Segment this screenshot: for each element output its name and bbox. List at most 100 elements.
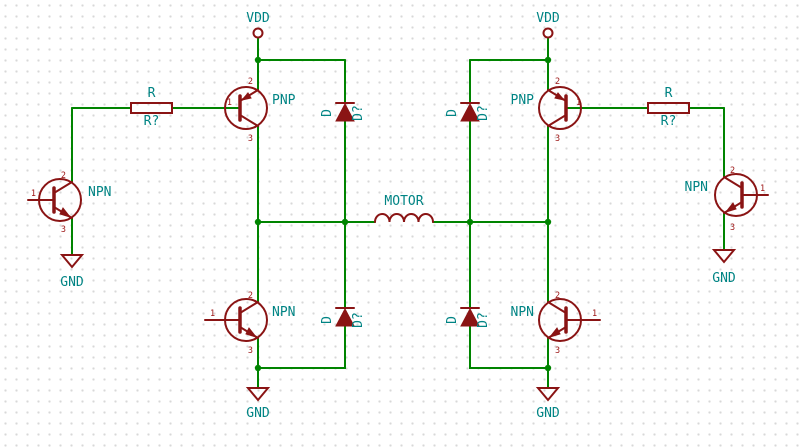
collector-pin-line [723, 176, 743, 189]
diode-triangle [460, 102, 480, 122]
npn-label[interactable]: NPN [511, 305, 534, 320]
diode-triangle [335, 102, 355, 122]
emitter-arrow-icon [245, 327, 258, 338]
diode-triangle [335, 307, 355, 327]
wires[interactable] [71, 36, 725, 389]
emitter-arrow-icon [548, 327, 561, 338]
gnd-label: GND [712, 271, 736, 286]
gnd-triangle [245, 387, 271, 402]
flyback-diode-top-right[interactable]: D D? [445, 102, 491, 122]
pin-number-collector: 2 [730, 166, 735, 176]
resistor-right[interactable]: R R? [647, 86, 690, 129]
pin-number-base: 1 [760, 184, 765, 194]
vdd-symbol-right[interactable]: VDD [536, 11, 560, 39]
npn-transistor-bottom-right[interactable]: 1 2 3 NPN [511, 291, 601, 356]
gnd-symbol-left-side[interactable]: GND [59, 254, 85, 290]
junction-dot [254, 56, 262, 64]
pnp-label[interactable]: PNP [511, 93, 535, 108]
junction-dots [254, 56, 552, 372]
pin-number-collector: 2 [248, 291, 253, 301]
diode-ref-label[interactable]: D [320, 109, 335, 117]
junction-dot [544, 364, 552, 372]
junction-dot [341, 218, 349, 226]
flyback-diode-top-left[interactable]: D D? [320, 102, 366, 122]
diode-ref-label[interactable]: D [445, 109, 460, 117]
resistor-left[interactable]: R R? [130, 86, 173, 129]
pin-number-base: 1 [592, 309, 597, 319]
gnd-symbol-bottom-right[interactable]: GND [535, 387, 561, 421]
diode-triangle [460, 307, 480, 327]
vdd-circle [542, 27, 554, 39]
diode-value-label[interactable]: D? [476, 312, 491, 328]
wire[interactable] [257, 325, 346, 369]
emitter-arrow-icon [724, 202, 737, 213]
pin-number-collector: 2 [248, 77, 253, 87]
gnd-triangle [535, 387, 561, 402]
flyback-diode-bottom-left[interactable]: D D? [320, 307, 366, 328]
motor-coil [374, 213, 434, 223]
vdd-symbol-left[interactable]: VDD [246, 11, 270, 39]
emitter-arrow-icon [59, 207, 72, 218]
pin-number-base: 1 [210, 309, 215, 319]
pnp-transistor-left[interactable]: 1 2 3 PNP [224, 77, 296, 144]
pin-number-emitter: 3 [248, 346, 253, 356]
gnd-label: GND [536, 406, 560, 421]
npn-transistor-bottom-left[interactable]: 1 2 3 NPN [204, 291, 295, 356]
pin-number-base: 1 [576, 98, 581, 108]
gnd-triangle [711, 249, 737, 264]
resistor-ref-label[interactable]: R [148, 86, 156, 101]
pin-number-emitter: 3 [555, 346, 560, 356]
collector-pin-line [53, 181, 73, 194]
diode-ref-label[interactable]: D [320, 316, 335, 324]
pin-number-emitter: 3 [730, 223, 735, 233]
gnd-label: GND [246, 406, 270, 421]
junction-dot [254, 218, 262, 226]
vdd-label: VDD [536, 11, 560, 26]
diode-value-label[interactable]: D? [476, 105, 491, 121]
junction-dot [466, 218, 474, 226]
transistor-circle [224, 86, 268, 130]
pnp-label[interactable]: PNP [272, 93, 296, 108]
pin-number-emitter: 3 [248, 134, 253, 144]
npn-label[interactable]: NPN [272, 305, 295, 320]
resistor-value-label[interactable]: R? [661, 114, 677, 129]
collector-pin-line [239, 114, 259, 127]
npn-label[interactable]: NPN [88, 185, 111, 200]
pin-number-emitter: 3 [61, 225, 66, 235]
diode-ref-label[interactable]: D [445, 316, 460, 324]
pnp-transistor-right[interactable]: 1 2 3 PNP [511, 77, 582, 144]
collector-pin-line [239, 301, 259, 314]
diode-value-label[interactable]: D? [351, 312, 366, 328]
resistor-ref-label[interactable]: R [665, 86, 673, 101]
emitter-arrow-icon [554, 92, 566, 101]
gnd-label: GND [60, 275, 84, 290]
transistor-circle [538, 86, 582, 130]
pin-number-collector: 2 [61, 171, 66, 181]
pin-number-collector: 2 [555, 77, 560, 87]
npn-label[interactable]: NPN [685, 180, 708, 195]
resistor-body [647, 102, 690, 114]
resistor-value-label[interactable]: R? [144, 114, 160, 129]
emitter-arrow-icon [240, 92, 252, 101]
junction-dot [544, 56, 552, 64]
npn-transistor-right-driver[interactable]: 1 2 3 NPN [685, 166, 769, 233]
gnd-symbol-right-side[interactable]: GND [711, 249, 737, 286]
pin-number-emitter: 3 [555, 134, 560, 144]
resistor-body [130, 102, 173, 114]
flyback-diode-bottom-right[interactable]: D D? [445, 307, 491, 328]
motor-inductor[interactable]: MOTOR [374, 194, 434, 223]
wire[interactable] [469, 325, 549, 369]
junction-dot [254, 364, 262, 372]
diode-value-label[interactable]: D? [351, 105, 366, 121]
collector-pin-line [547, 114, 567, 127]
pin-number-collector: 2 [555, 291, 560, 301]
npn-transistor-left-driver[interactable]: 1 2 3 NPN [27, 171, 111, 235]
motor-label[interactable]: MOTOR [384, 194, 423, 209]
junction-dot [544, 218, 552, 226]
vdd-label: VDD [246, 11, 270, 26]
gnd-triangle [59, 254, 85, 269]
collector-pin-line [547, 301, 567, 314]
pin-number-base: 1 [31, 189, 36, 199]
gnd-symbol-bottom-left[interactable]: GND [245, 387, 271, 421]
